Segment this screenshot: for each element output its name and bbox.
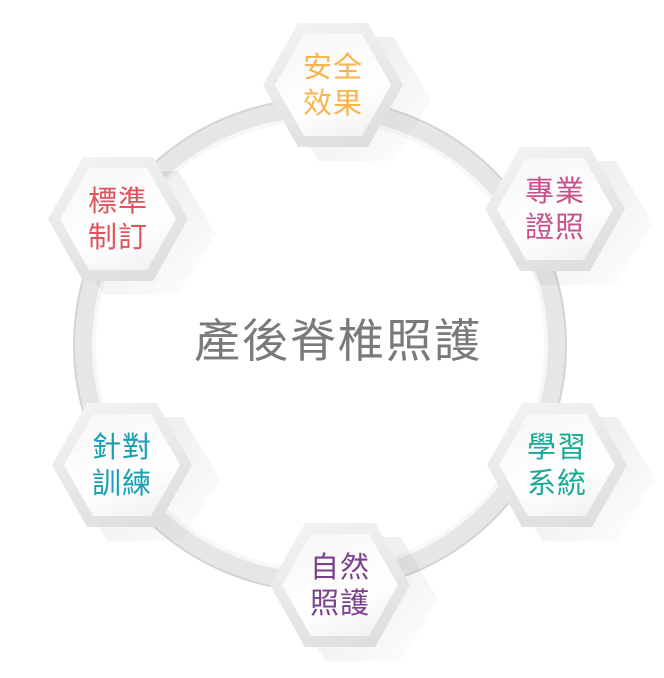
node-line1: 標準 bbox=[87, 184, 148, 218]
node-line2: 制訂 bbox=[87, 220, 148, 254]
node-line1: 學習 bbox=[526, 430, 587, 464]
node-line1: 針對 bbox=[91, 430, 152, 464]
hex-node-targeted-training: 針對訓練 bbox=[52, 403, 220, 541]
node-line2: 系統 bbox=[526, 466, 587, 500]
node-line2: 效果 bbox=[302, 86, 363, 120]
node-line2: 證照 bbox=[524, 210, 585, 244]
center-title: 產後脊椎照護 bbox=[194, 314, 482, 368]
hex-node-standard-setting: 標準制訂 bbox=[48, 157, 216, 295]
node-line1: 安全 bbox=[302, 50, 363, 84]
node-line1: 專業 bbox=[524, 174, 585, 208]
node-line2: 訓練 bbox=[91, 466, 152, 500]
hex-node-safety-effect: 安全效果 bbox=[263, 23, 431, 161]
hex-node-learning-system: 學習系統 bbox=[487, 403, 655, 541]
hex-node-natural-care: 自然照護 bbox=[270, 523, 438, 661]
node-line2: 照護 bbox=[309, 586, 370, 620]
hex-node-professional-license: 專業證照 bbox=[485, 147, 653, 285]
node-line1: 自然 bbox=[309, 550, 370, 584]
